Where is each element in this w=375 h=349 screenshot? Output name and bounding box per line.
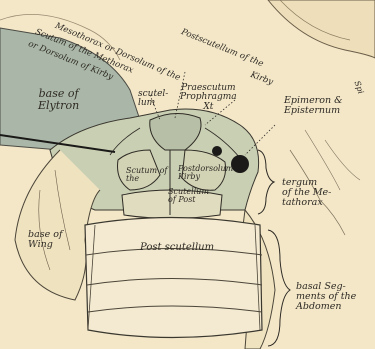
label-basal-segments: basal Seg- ments of the Abdomen [296,282,356,312]
label-post-dorsolum: Postdorsolum Kirby [178,165,233,182]
abdomen [85,218,262,338]
label-base-of-wing: base of Wing [28,230,63,250]
spiracle-small [212,146,222,156]
label-base-of-elytron: base of Elytron [38,88,79,111]
label-scutellum-left: scutel- lum [138,90,168,109]
label-scutum-mid: Scutum of the [126,167,167,184]
spiracle-large [231,155,249,173]
label-post-scutellum: Post scutellum [140,243,214,253]
label-tergum: tergum of the Me- tathorax [282,178,331,208]
label-scutellum-lower: Scutellum of Post [168,188,209,205]
label-epimeron: Epimeron & Episternum [284,96,343,116]
label-praescutum: Praescutum Prophragma Xt [180,84,237,112]
